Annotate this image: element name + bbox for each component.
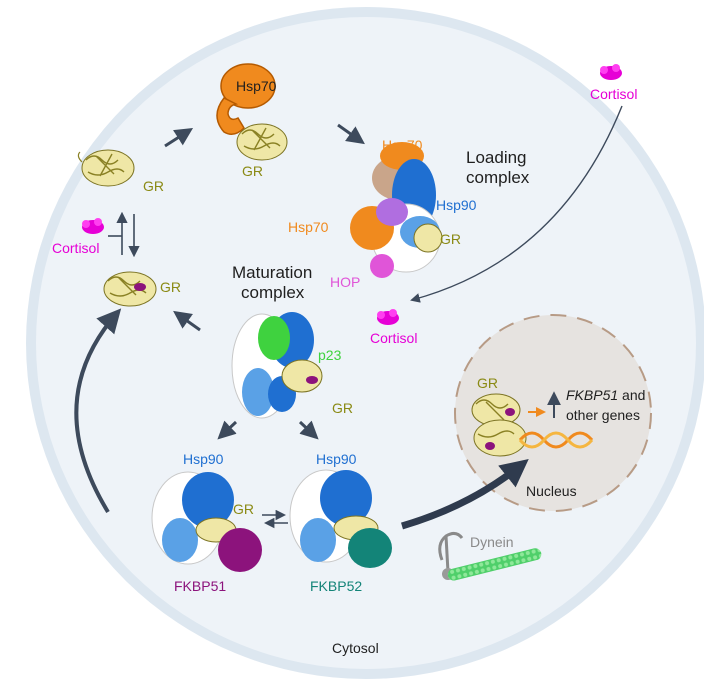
hsp90-label-right: Hsp90 (316, 451, 357, 467)
arrow-cortisol-to-maturation (410, 105, 623, 303)
arrow-recycle-left (74, 308, 122, 514)
hsp90-label-loading: Hsp90 (436, 197, 477, 213)
fkbp51-complex (151, 471, 262, 572)
gr-label-bottom: GR (233, 501, 254, 517)
gr-protein-top-left (77, 149, 135, 187)
gr-dimer-nucleus (471, 393, 527, 457)
p23-label: p23 (318, 347, 342, 363)
dna-helix (518, 431, 594, 449)
nucleus-label: Nucleus (526, 483, 577, 499)
arrow-maturation-to-gr (173, 310, 201, 332)
hsp70-label-loading-left: Hsp70 (288, 219, 329, 235)
cortisol-label-left: Cortisol (52, 240, 99, 256)
maturation-complex (231, 312, 323, 419)
hsp70-label-loading-top: Hsp70 (382, 137, 423, 153)
gr-label-top-left: GR (143, 178, 164, 194)
loading-complex (350, 142, 443, 278)
arrow-maturation-to-fkbp51 (217, 420, 238, 440)
gr-label-maturation: GR (332, 400, 353, 416)
gene-label-italic: FKBP51 (566, 387, 618, 403)
gr-label-nucleus: GR (477, 375, 498, 391)
fkbp52-complex (289, 469, 392, 568)
cortisol-molecule-left (82, 218, 104, 234)
gene-label-line2: other genes (566, 407, 640, 423)
cortisol-molecule-top-right (600, 64, 622, 80)
gr-protein-top (236, 123, 288, 161)
gene-label-line1: FKBP51 and (566, 387, 645, 403)
hsp90-label-left: Hsp90 (183, 451, 224, 467)
dynein-label: Dynein (470, 534, 514, 550)
arrow-maturation-to-fkbp52 (298, 420, 319, 440)
gr-label-top: GR (242, 163, 263, 179)
fkbp52-label: FKBP52 (310, 578, 362, 594)
gr-label-loading: GR (440, 231, 461, 247)
gene-label-and: and (618, 387, 645, 403)
loading-complex-title-line2: complex (466, 168, 530, 187)
hsp70-label-top: Hsp70 (236, 78, 277, 94)
arrow-hsp70-to-loading (337, 123, 365, 145)
gr-label-bottom-left: GR (160, 279, 181, 295)
loading-complex-title-line1: Loading (466, 148, 527, 167)
maturation-complex-title-line1: Maturation (232, 263, 312, 282)
cytosol-label: Cytosol (332, 640, 379, 656)
fkbp51-label: FKBP51 (174, 578, 226, 594)
arrow-to-nucleus (401, 459, 529, 530)
cortisol-label-top-right: Cortisol (590, 86, 637, 102)
arrow-gr-to-hsp70 (164, 128, 194, 148)
gr-protein-bottom-left (103, 271, 157, 307)
cortisol-label-mid: Cortisol (370, 330, 417, 346)
cortisol-molecule-mid (377, 309, 399, 325)
hsp70-protein-top (216, 63, 276, 135)
maturation-complex-title-line2: complex (241, 283, 305, 302)
microtubule (447, 548, 542, 581)
hop-label: HOP (330, 274, 360, 290)
